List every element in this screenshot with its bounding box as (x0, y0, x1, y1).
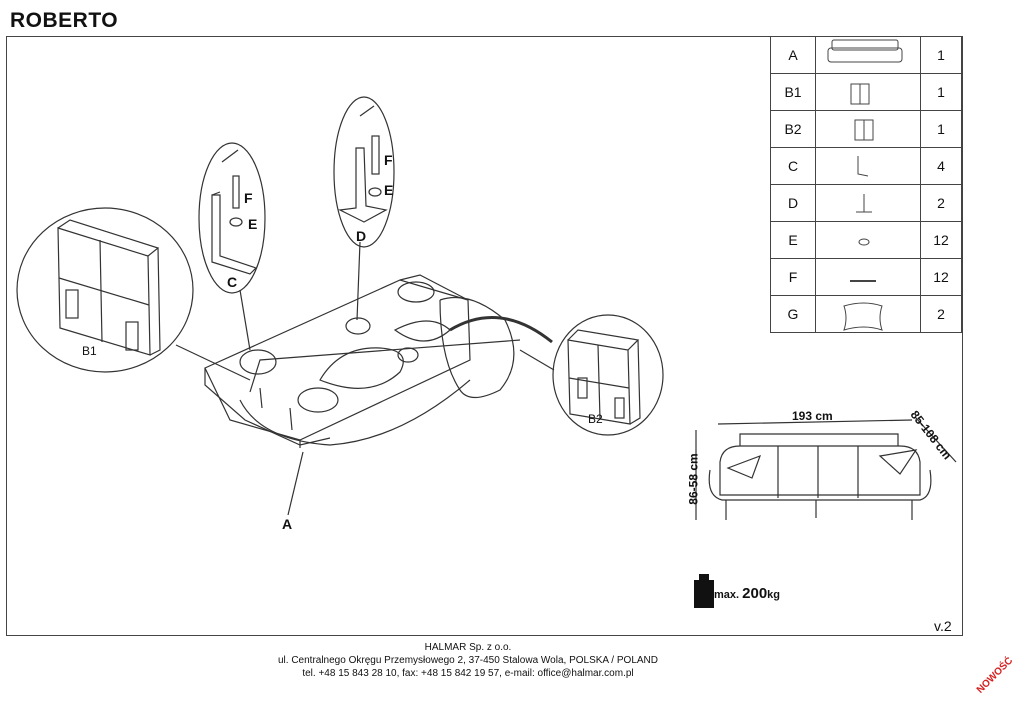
label-c: C (227, 274, 238, 290)
footer-address: ul. Centralnego Okręgu Przemysłowego 2, … (277, 655, 658, 666)
part-qty: 1 (920, 110, 962, 148)
part-qty: 2 (920, 184, 962, 222)
label-d: D (356, 228, 367, 244)
max-load: max. 200kg (714, 585, 780, 602)
d-detail-circle (333, 96, 395, 248)
part-picture (815, 221, 921, 259)
part-code: D (770, 184, 816, 222)
label-f-left: F (244, 190, 253, 206)
dimension-width: 193 cm (792, 409, 833, 423)
diagram-frame (6, 36, 963, 636)
table-row: B2 1 (770, 110, 962, 148)
footer-contact: tel. +48 15 843 28 10, fax: +48 15 842 1… (302, 668, 634, 679)
part-picture (815, 295, 921, 333)
part-code: G (770, 295, 816, 333)
part-picture (815, 147, 921, 185)
max-load-prefix: max. (714, 589, 740, 601)
b1-detail-circle (16, 207, 194, 373)
part-picture (815, 184, 921, 222)
c-bracket-drawing (211, 149, 258, 275)
footer: HALMAR Sp. z o.o. ul. Centralnego Okręgu… (0, 641, 936, 680)
armrest-b1-drawing (57, 219, 161, 356)
part-code: C (770, 147, 816, 185)
part-picture (815, 36, 921, 74)
table-row: F 12 (770, 258, 962, 296)
dimension-height: 86-58 cm (686, 453, 701, 505)
label-b2: B2 (588, 412, 603, 426)
page-title: ROBERTO (10, 9, 119, 32)
footer-company: HALMAR Sp. z o.o. (424, 642, 512, 653)
sofa-main-drawing (204, 274, 521, 448)
b2-detail-circle (552, 314, 664, 436)
part-code: B1 (770, 73, 816, 111)
weight-icon (694, 574, 714, 608)
part-picture (815, 73, 921, 111)
max-load-unit: kg (767, 589, 781, 601)
label-a: A (282, 516, 293, 532)
part-picture (815, 258, 921, 296)
label-e-left: E (248, 216, 258, 232)
part-code: F (770, 258, 816, 296)
label-b1: B1 (82, 344, 97, 358)
part-qty: 12 (920, 221, 962, 259)
part-qty: 1 (920, 73, 962, 111)
part-qty: 2 (920, 295, 962, 333)
label-f-right: F (384, 152, 393, 168)
part-code: A (770, 36, 816, 74)
label-e-right: E (384, 182, 394, 198)
table-row: E 12 (770, 221, 962, 259)
part-qty: 12 (920, 258, 962, 296)
c-detail-circle (198, 142, 266, 294)
version-label: v.2 (934, 618, 952, 634)
part-picture (815, 110, 921, 148)
sofa-dimension-drawing (695, 417, 957, 520)
part-code: E (770, 221, 816, 259)
max-load-value: 200 (742, 585, 768, 602)
part-code: B2 (770, 110, 816, 148)
armrest-b2-drawing (567, 329, 641, 425)
d-bracket-drawing (337, 105, 388, 223)
table-row: B1 1 (770, 73, 962, 111)
part-qty: 4 (920, 147, 962, 185)
part-qty: 1 (920, 36, 962, 74)
